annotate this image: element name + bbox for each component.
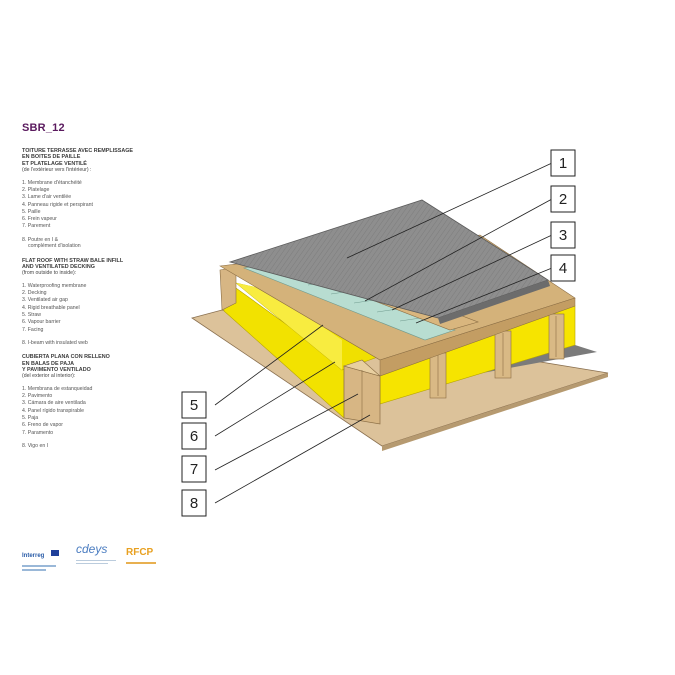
leader-line-3 bbox=[391, 234, 553, 311]
item-fr-5: 5. Paille bbox=[22, 208, 41, 215]
callout-6-box bbox=[181, 422, 207, 450]
heading-fr-1: TOITURE TERRASSE AVEC REMPLISSAGE bbox=[22, 148, 134, 154]
callout-2: 2 bbox=[550, 185, 576, 213]
note-fr-2: complément d'isolation bbox=[28, 243, 81, 250]
callout-7-box bbox=[181, 455, 207, 483]
interreg-logo-bar-2 bbox=[22, 569, 46, 571]
item-fr-3: 3. Lame d'air ventilée bbox=[22, 194, 72, 201]
heading-es-1: CUBIERTA PLANA CON RELLENO bbox=[22, 354, 110, 361]
callout-6-label: 6 bbox=[190, 428, 198, 445]
note-es: 8. Vigo en I bbox=[22, 442, 49, 449]
cdeys-logo-line bbox=[76, 560, 116, 561]
note-fr: 8. Poutre en I & complément d'isolation bbox=[22, 237, 172, 250]
heading-fr-3: ET PLATELAGE VENTILÉ bbox=[22, 160, 87, 167]
item-fr-2: 2. Platelage bbox=[22, 186, 50, 193]
callout-3-label: 3 bbox=[559, 227, 567, 244]
item-fr-4: 4. Panneau rigide et perspirant bbox=[22, 201, 93, 208]
callout-4-box bbox=[550, 254, 576, 282]
partner-logos: Interreg cdeys RFCP bbox=[22, 540, 172, 571]
heading-en-2: AND VENTILATED DECKING bbox=[22, 263, 95, 270]
item-en-2: 2. Decking bbox=[22, 290, 47, 297]
item-fr-7: 7. Parement bbox=[22, 223, 51, 230]
item-en-3: 3. Ventilated air gap bbox=[22, 297, 68, 304]
callout-2-box bbox=[550, 185, 576, 213]
subheading-es: (del exterior al interior): bbox=[22, 373, 76, 380]
note-fr-1: 8. Poutre en I & bbox=[22, 236, 59, 243]
callout-3-box bbox=[550, 221, 576, 249]
item-en-1: 1. Waterproofing membrane bbox=[22, 282, 87, 289]
straw-cut-highlight bbox=[236, 283, 342, 370]
interreg-logo-bar bbox=[22, 565, 56, 567]
ibeam-post-3 bbox=[548, 313, 565, 360]
callout-2-label: 2 bbox=[559, 191, 567, 208]
legend-es: CUBIERTA PLANA CON RELLENO EN BALAS DE P… bbox=[22, 354, 172, 449]
item-es-3: 3. Cámara de aire ventilada bbox=[22, 400, 86, 407]
item-es-7: 7. Paramento bbox=[22, 429, 54, 436]
item-en-6: 6. Vapour barrier bbox=[22, 319, 61, 326]
heading-es-3: Y PAVIMENTO VENTILADO bbox=[22, 367, 91, 374]
decking-edge bbox=[379, 297, 576, 377]
item-en-4: 4. Rigid breathable panel bbox=[22, 304, 80, 311]
callout-8-box bbox=[181, 489, 207, 517]
rfcp-logo-text: RFCP bbox=[126, 547, 154, 558]
callout-7-label: 7 bbox=[190, 461, 198, 478]
item-es-5: 5. Paja bbox=[22, 415, 39, 422]
item-es-2: 2. Pavimento bbox=[22, 393, 53, 400]
rfcp-logo-bar bbox=[126, 562, 156, 564]
cdeys-logo-text: cdeys bbox=[76, 542, 108, 556]
item-es-1: 1. Membrana de estanqueidad bbox=[22, 385, 93, 392]
legend-fr: TOITURE TERRASSE AVEC REMPLISSAGE EN BOI… bbox=[22, 148, 172, 250]
leader-line-1 bbox=[346, 162, 553, 259]
item-es-6: 6. Freno de vapor bbox=[22, 422, 63, 429]
heading-en-1: FLAT ROOF WITH STRAW BALE INFILL bbox=[22, 257, 124, 264]
leader-line-8 bbox=[214, 414, 371, 504]
item-en-5: 5. Straw bbox=[22, 311, 42, 318]
rfcp-logo: RFCP bbox=[126, 542, 156, 564]
callout-1-label: 1 bbox=[559, 155, 567, 172]
interreg-logo: Interreg bbox=[22, 544, 59, 571]
callout-5-label: 5 bbox=[190, 397, 198, 414]
callout-8: 8 bbox=[181, 489, 207, 517]
ibeam-posts bbox=[429, 313, 565, 399]
callout-6: 6 bbox=[181, 422, 207, 450]
leader-line-6 bbox=[214, 361, 336, 437]
subheading-fr: (de l'extérieur vers l'intérieur) : bbox=[22, 167, 92, 174]
legend-panel: SBR_12 TOITURE TERRASSE AVEC REMPLISSAGE… bbox=[22, 122, 172, 457]
callout-8-label: 8 bbox=[190, 495, 198, 512]
callout-1-box bbox=[550, 149, 576, 177]
cdeys-logo-line-2 bbox=[76, 563, 108, 564]
cdeys-logo: cdeys bbox=[76, 540, 116, 564]
callout-7: 7 bbox=[181, 455, 207, 483]
project-code: SBR_12 bbox=[22, 122, 65, 134]
leader-line-7 bbox=[214, 393, 359, 471]
membrane-edge bbox=[438, 280, 550, 324]
leader-line-4 bbox=[415, 267, 553, 324]
callout-3: 3 bbox=[550, 221, 576, 249]
subheading-en: (from outside to inside): bbox=[22, 270, 77, 277]
legend-en: FLAT ROOF WITH STRAW BALE INFILL AND VEN… bbox=[22, 258, 172, 347]
callout-4-label: 4 bbox=[559, 260, 567, 277]
leader-line-5 bbox=[214, 324, 324, 406]
item-es-4: 4. Panel rígido transpirable bbox=[22, 407, 84, 414]
callout-1: 1 bbox=[550, 149, 576, 177]
interreg-logo-text: Interreg bbox=[22, 553, 45, 559]
heading-fr-2: EN BOITES DE PAILLE bbox=[22, 154, 81, 161]
item-en-7: 7. Facing bbox=[22, 326, 44, 333]
item-fr-1: 1. Membrane d'étanchéité bbox=[22, 179, 82, 186]
leader-line-2 bbox=[364, 198, 553, 302]
heading-es-2: EN BALAS DE PAJA bbox=[22, 360, 75, 367]
note-en: 8. I-beam with insulated web bbox=[22, 339, 88, 346]
callout-4: 4 bbox=[550, 254, 576, 282]
eu-flag-icon bbox=[50, 549, 59, 556]
item-fr-6: 6. Frein vapeur bbox=[22, 216, 57, 223]
callout-5: 5 bbox=[181, 391, 207, 419]
callout-5-box bbox=[181, 391, 207, 419]
leader-lines bbox=[214, 162, 553, 504]
ceiling-board-edge bbox=[382, 373, 608, 451]
